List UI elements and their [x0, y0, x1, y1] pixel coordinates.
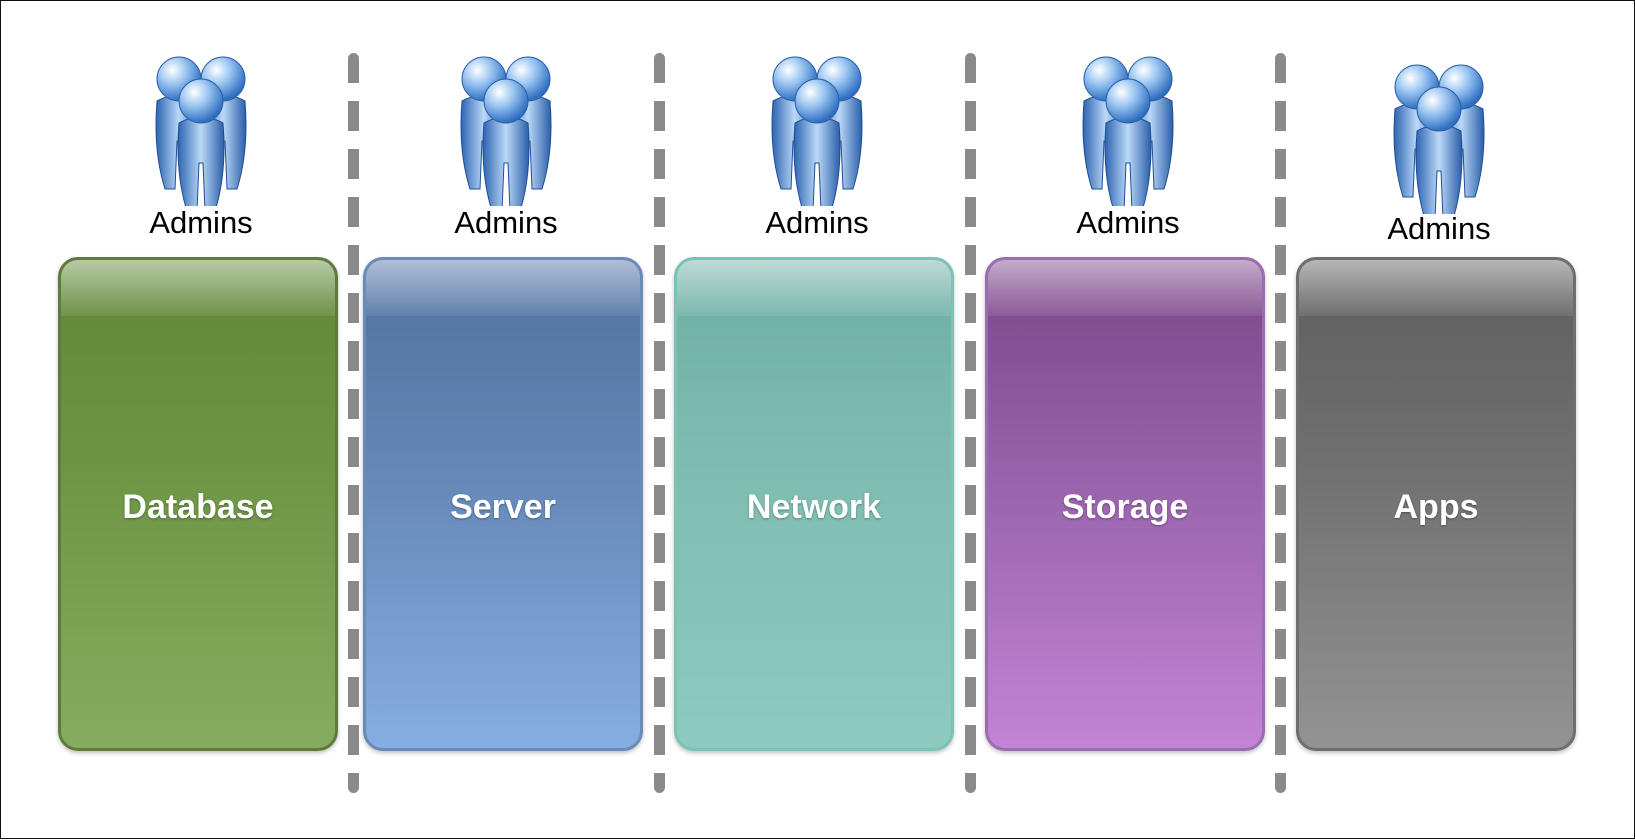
admin-label: Admins [1387, 211, 1491, 246]
admins-group-icon [155, 56, 247, 206]
box-server: Server [363, 257, 643, 751]
box-storage: Storage [985, 257, 1265, 751]
admin-label: Admins [765, 205, 869, 240]
admins-group-icon [771, 56, 863, 206]
column-network: Admins Network [674, 1, 960, 840]
admins-group-icon [1393, 64, 1485, 214]
column-divider [965, 53, 976, 793]
admin-label: Admins [454, 205, 558, 240]
admin-label: Admins [1076, 205, 1180, 240]
box-label: Storage [1061, 488, 1189, 526]
box-database: Database [58, 257, 338, 751]
box-label: Network [746, 488, 882, 526]
box-label: Apps [1393, 488, 1479, 526]
column-server: Admins Server [363, 1, 649, 840]
admins-group-icon [1082, 56, 1174, 206]
admins-group-icon [460, 56, 552, 206]
column-storage: Admins Storage [985, 1, 1271, 840]
column-divider [654, 53, 665, 793]
column-divider [1275, 53, 1286, 793]
box-label: Database [122, 488, 274, 526]
column-apps: Admins Apps [1296, 1, 1582, 840]
column-divider [348, 53, 359, 793]
box-apps: Apps [1296, 257, 1576, 751]
box-label: Server [450, 488, 556, 526]
box-network: Network [674, 257, 954, 751]
admin-label: Admins [149, 205, 253, 240]
column-database: Admins Database [58, 1, 344, 840]
